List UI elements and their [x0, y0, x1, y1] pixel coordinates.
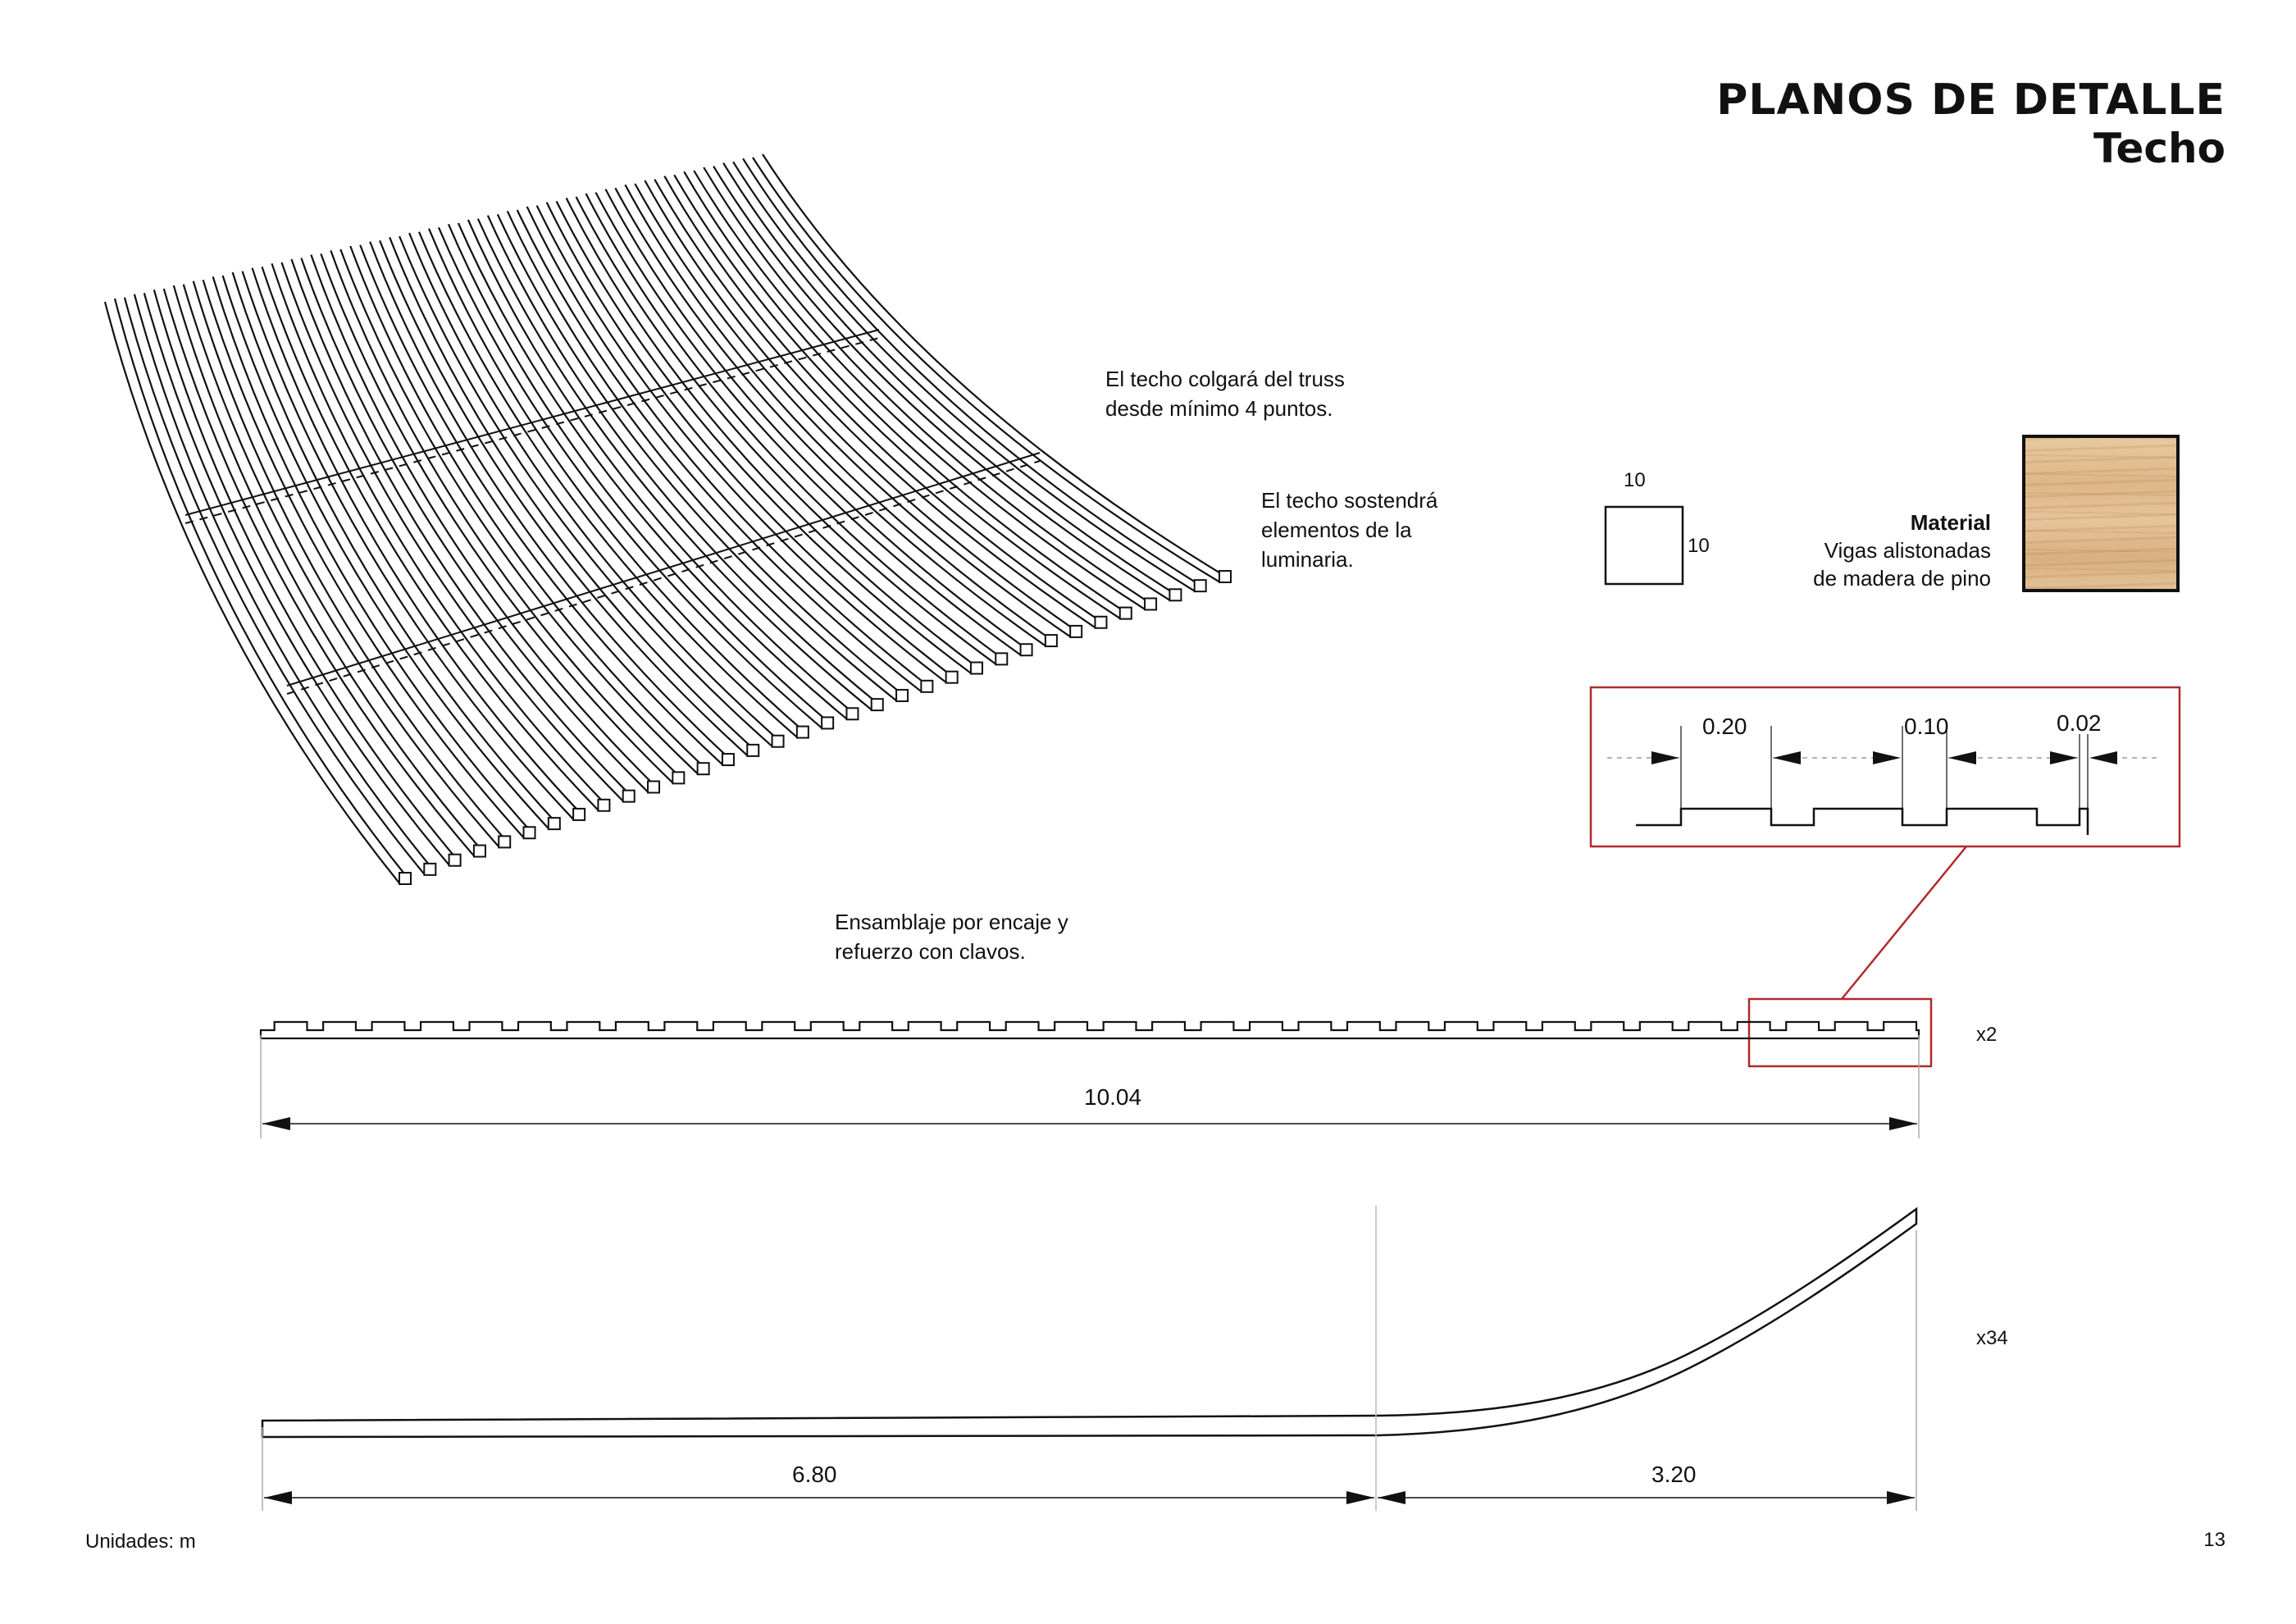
roof-slat	[261, 262, 611, 812]
roof-slat	[320, 249, 686, 785]
roof-slat	[713, 162, 1182, 602]
roof-slat	[516, 206, 934, 693]
detail-leader-line	[1841, 846, 1967, 1000]
roof-slat	[221, 271, 561, 831]
roof-slat	[437, 223, 835, 730]
roof-slat	[614, 184, 1058, 648]
roof-slat	[202, 276, 536, 840]
material-block: Material Vigas alistonadas de madera de …	[1813, 509, 1991, 592]
material-line-1: Vigas alistonadas	[1824, 538, 1991, 563]
note-support: El techo sostendrá elementos de la lumin…	[1261, 488, 1438, 572]
crossbeam-count: x2	[1976, 1024, 1998, 1046]
beam-section-square	[1604, 505, 1684, 586]
roof-slat	[457, 219, 859, 721]
roof-slat	[476, 215, 884, 712]
roof-slat	[418, 228, 809, 739]
roof-isometric-view	[103, 153, 1232, 885]
material-line-2: de madera de pino	[1813, 566, 1991, 591]
detail-dim-002: 0.02	[2057, 710, 2102, 736]
roof-slat	[399, 232, 785, 748]
roof-slat	[300, 254, 661, 794]
roof-slat	[732, 157, 1207, 593]
roof-slat	[673, 171, 1132, 620]
rib-dimensions	[262, 1206, 1917, 1511]
crossbeam-elevation	[259, 1020, 1920, 1040]
roof-slat	[634, 180, 1083, 638]
crossbeam-length: 10.04	[1084, 1084, 1142, 1110]
roof-slat	[241, 267, 586, 821]
page-number: 13	[2203, 1529, 2225, 1551]
detail-source-frame	[1747, 997, 1933, 1068]
crossbeam-dimension	[260, 1035, 1920, 1138]
rib-elevation	[261, 1207, 1918, 1439]
roof-slat	[359, 241, 735, 767]
rib-straight-length: 6.80	[792, 1462, 837, 1487]
roof-crossbar	[286, 452, 1041, 695]
page-title: PLANOS DE DETALLE	[1716, 75, 2225, 125]
section-width-label: 10	[1624, 469, 1646, 491]
detail-dim-010: 0.10	[1904, 714, 1949, 739]
roof-slat	[535, 202, 959, 684]
roof-slat	[162, 285, 486, 858]
roof-slat	[575, 193, 1009, 666]
roof-slat	[379, 236, 760, 757]
roof-slat	[752, 153, 1232, 583]
roof-slat	[103, 298, 412, 885]
roof-slat	[496, 210, 909, 702]
material-label: Material	[1910, 510, 1991, 535]
detail-dim-020: 0.20	[1702, 714, 1747, 739]
roof-slat	[280, 258, 636, 803]
units-label: Unidades: m	[85, 1530, 196, 1553]
roof-slat	[693, 167, 1158, 611]
rib-curved-length: 3.20	[1651, 1462, 1697, 1487]
wood-pine-swatch	[2022, 435, 2180, 592]
roof-slat	[182, 281, 512, 849]
roof-slat	[654, 176, 1108, 629]
rib-count: x34	[1976, 1327, 2008, 1349]
detail-notch-profile	[1607, 726, 2157, 835]
roof-crossbar	[184, 329, 880, 524]
roof-slat	[594, 189, 1033, 657]
roof-slat	[143, 290, 462, 867]
detail-frame	[1589, 686, 2181, 848]
note-hang: El techo colgará del truss desde mínimo …	[1105, 367, 1345, 421]
roof-slat	[555, 197, 983, 675]
roof-slat	[123, 294, 437, 876]
page-subtitle: Techo	[2093, 125, 2225, 172]
section-height-label: 10	[1688, 535, 1710, 557]
roof-slat	[339, 245, 710, 776]
note-assembly: Ensamblaje por encaje y refuerzo con cla…	[835, 910, 1068, 964]
